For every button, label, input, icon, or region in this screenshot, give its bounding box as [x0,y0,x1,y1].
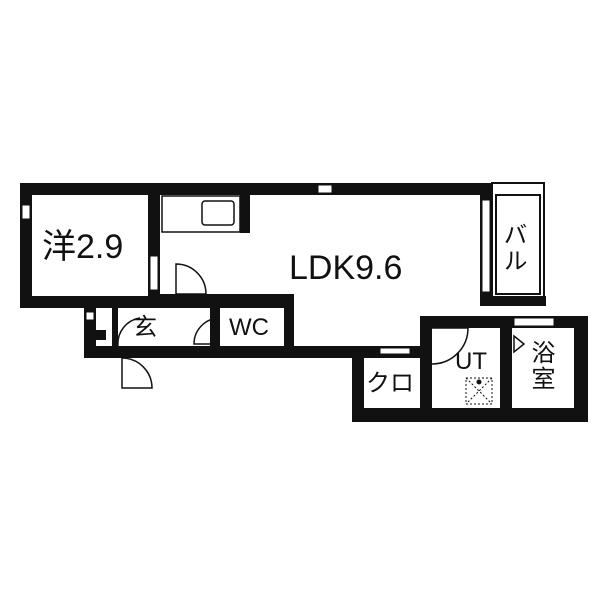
door-ut [431,327,469,365]
window-top [317,184,333,194]
window-closet-top [379,347,411,355]
wall-ut-bath [500,316,512,422]
room-label-balcony: バル [499,222,526,274]
wall-kitchen-right [240,195,250,233]
wall-entry-step [112,306,118,346]
kitchen-counter [161,195,241,233]
wall-closet-left [352,346,364,422]
window-entry-left [85,311,95,321]
door-entry [121,357,153,389]
wall-balcony-bottom [480,296,546,306]
wall-entry-ldk [160,294,292,308]
wall-wc-right [284,294,294,358]
room-label-toilet: WC [229,314,269,341]
room-label-entrance: 玄 [133,314,157,341]
washer-pan [465,377,493,405]
window-bath [513,317,555,327]
window-western-ldk [149,255,159,291]
room-label-ldk: LDK9.6 [289,249,403,287]
door-ldk [175,263,207,295]
door-entry-step [117,317,141,347]
entry-dark-mark [96,330,106,340]
balcony-outline [491,182,545,299]
room-label-western: 洋2.9 [42,228,124,266]
wall-western-bottom [20,296,160,308]
kitchen-counter-outline [161,195,241,233]
outer-walls [20,183,588,422]
wall-top [20,183,490,195]
room-label-utility: UT [455,348,487,375]
room-label-bath: 浴室 [527,340,554,392]
window-ldk-balcony [481,199,491,293]
wall-wet-left [420,316,432,422]
balcony-frame [491,182,545,299]
wall-wet-right [574,316,588,422]
wall-entry-wc [210,304,220,358]
window-left [21,204,31,220]
washer-drain [476,379,482,385]
door-bath-marker [513,334,526,354]
kitchen-sink [201,200,235,226]
door-wc [193,317,221,345]
wall-bottom-right [352,408,588,422]
balcony-inner [495,194,541,295]
windows [21,184,555,355]
wall-left [20,183,32,308]
room-label-closet: クロ [366,370,414,397]
washer-pan-box [465,377,493,405]
doors [117,263,526,389]
